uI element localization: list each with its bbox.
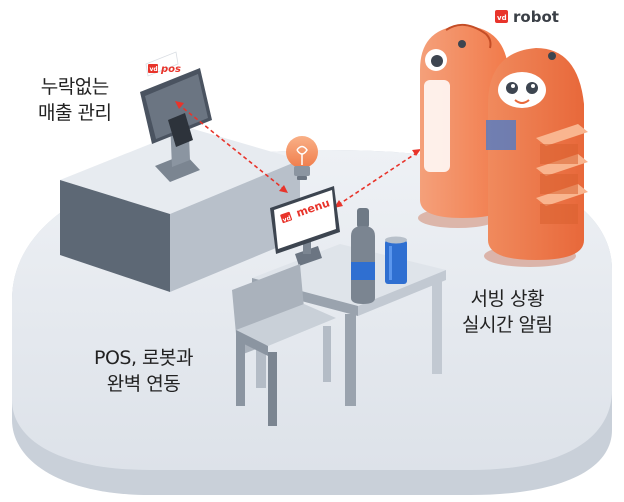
caption-serving-alert: 서빙 상황 실시간 알림: [462, 286, 553, 338]
caption-line: 서빙 상황: [470, 288, 544, 310]
caption-integration: POS, 로봇과 완벽 연동: [94, 345, 194, 397]
robot-trays: [486, 120, 588, 224]
connection-lines: [177, 103, 419, 206]
menu-robot-link: [337, 151, 419, 206]
robot-brand-badge: [495, 10, 508, 23]
caption-line: 실시간 알림: [462, 314, 553, 336]
pos-terminal-icon: [140, 51, 212, 182]
pos-brand-label: pos: [160, 64, 181, 75]
caption-line: 완벽 연동: [106, 373, 181, 395]
caption-pos-management: 누락없는 매출 관리: [38, 74, 112, 126]
robot-badge-text: vd: [497, 14, 507, 22]
menu-badge-text: vd: [282, 215, 292, 224]
serving-robot-icon: [418, 23, 588, 267]
caption-line: POS, 로봇과: [94, 347, 194, 369]
caption-line: 매출 관리: [38, 102, 112, 124]
menu-monitor-icon: [270, 186, 340, 266]
pos-menu-link: [177, 103, 286, 191]
robot-brand-label: robot: [513, 8, 559, 26]
chair: [232, 264, 336, 426]
bottle: [351, 208, 375, 304]
can: [385, 236, 407, 284]
lightbulb-icon: [286, 136, 318, 180]
pos-badge-text: vd: [150, 66, 158, 73]
caption-line: 누락없는: [40, 76, 109, 98]
